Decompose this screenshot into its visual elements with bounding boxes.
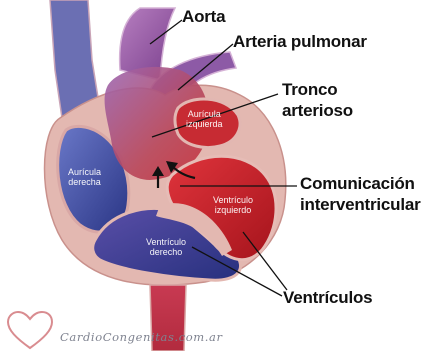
label-left-atrium-line1: Aurícula (186, 109, 223, 119)
label-truncus-line1: Tronco (282, 80, 337, 100)
heart-outline-logo (8, 312, 52, 348)
label-right-atrium: Aurícula derecha (68, 167, 101, 187)
label-left-atrium: Aurícula izquierda (186, 109, 223, 129)
label-left-ventricle-line2: izquierdo (213, 205, 253, 215)
brand-wordmark: CardioCongenitas.com.ar (60, 330, 223, 344)
label-aorta: Aorta (182, 7, 225, 27)
label-right-ventricle: Ventrículo derecho (146, 237, 186, 257)
label-right-ventricle-line1: Ventrículo (146, 237, 186, 247)
label-ventricles: Ventrículos (283, 288, 372, 308)
label-right-atrium-line1: Aurícula (68, 167, 101, 177)
label-pulmonary-artery: Arteria pulmonar (233, 32, 367, 52)
label-right-atrium-line2: derecha (68, 177, 101, 187)
label-vsd-line1: Comunicación (300, 174, 415, 194)
label-left-ventricle: Ventrículo izquierdo (213, 195, 253, 215)
label-left-ventricle-line1: Ventrículo (213, 195, 253, 205)
label-left-atrium-line2: izquierda (186, 119, 223, 129)
label-truncus-line2: arterioso (282, 101, 353, 121)
label-vsd-line2: interventricular (300, 195, 421, 215)
label-right-ventricle-line2: derecho (146, 247, 186, 257)
